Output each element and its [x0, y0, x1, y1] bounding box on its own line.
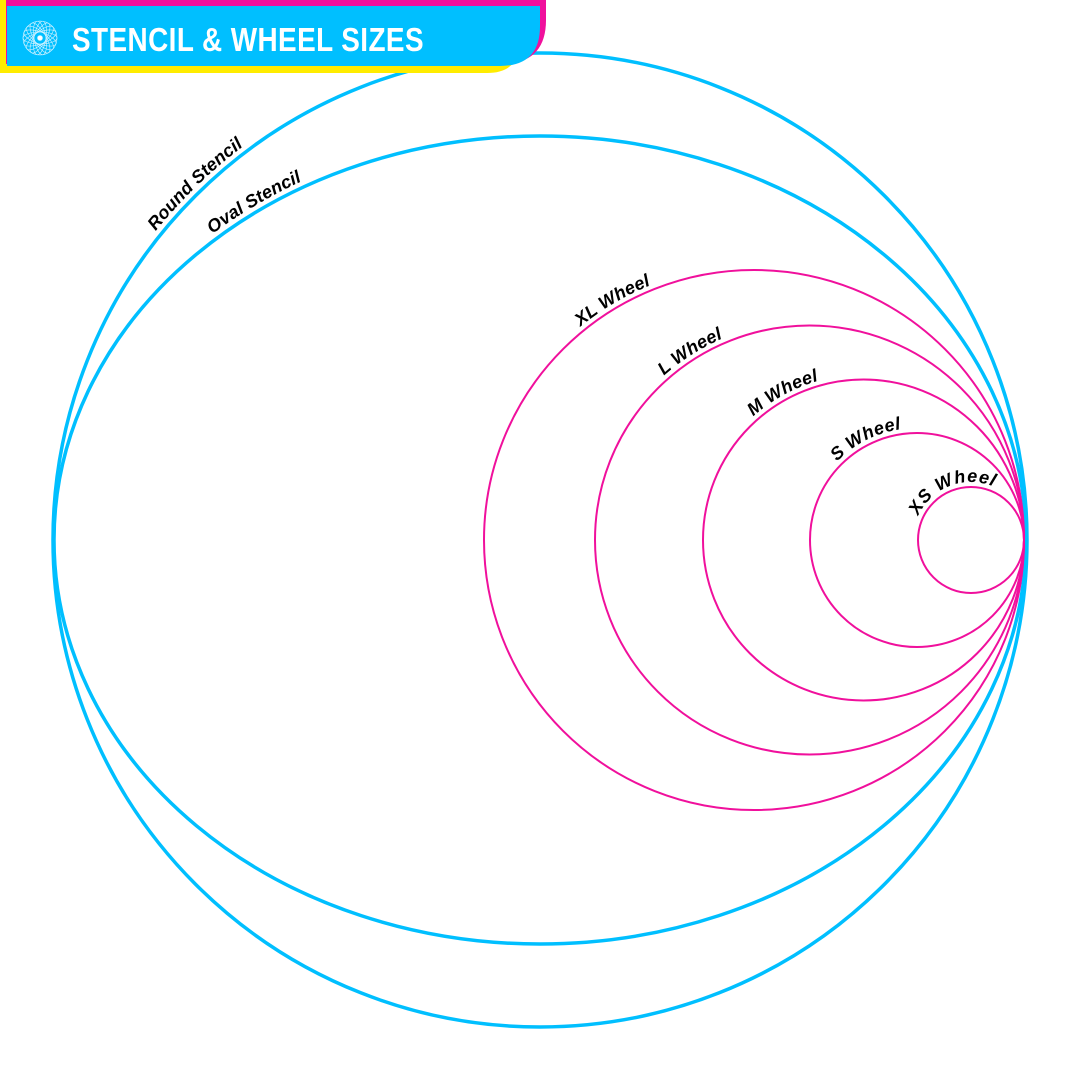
- s-wheel-label: S Wheel: [826, 413, 903, 464]
- header-banner: STENCIL & WHEEL SIZES: [0, 0, 546, 73]
- oval-stencil-outline: [52, 134, 1028, 946]
- round-stencil-outline: [51, 51, 1029, 1029]
- l-wheel-label: L Wheel: [654, 323, 726, 379]
- xl-wheel-outline: [483, 269, 1025, 811]
- m-wheel-label: M Wheel: [743, 365, 821, 419]
- spirograph-icon: [22, 20, 58, 56]
- oval-stencil-label: Oval Stencil: [203, 166, 305, 237]
- page-title: STENCIL & WHEEL SIZES: [72, 21, 424, 58]
- xs-wheel-label: XS Wheel: [904, 466, 1000, 519]
- xs-wheel-outline: [917, 486, 1025, 594]
- xl-wheel-label: XL Wheel: [570, 270, 654, 331]
- round-stencil-label: Round Stencil: [143, 133, 246, 234]
